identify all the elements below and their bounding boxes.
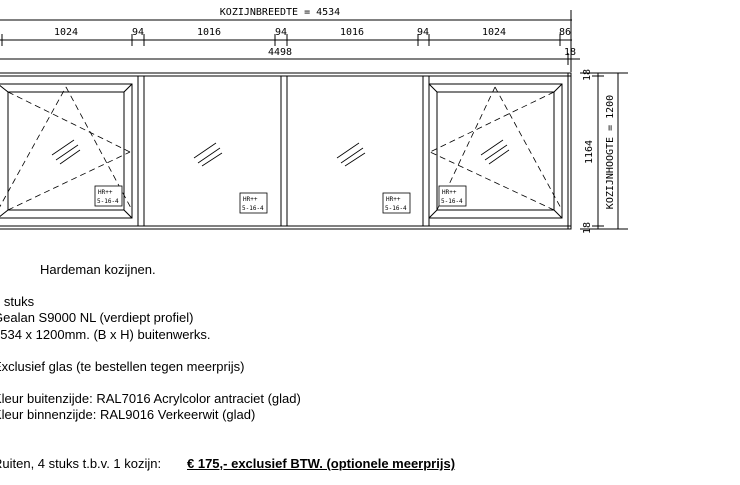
dim-segment: 1016 <box>197 27 221 38</box>
dim-segment: 94 <box>132 27 144 38</box>
glass-label: HR++ <box>243 196 258 203</box>
glass-label: 5-16-4 <box>97 198 119 205</box>
glass-label: HR++ <box>98 189 113 196</box>
glass-label-box <box>438 185 467 207</box>
glass-label: 5-16-4 <box>385 205 407 212</box>
panes-price: € 175,- exclusief BTW. (optionele meerpr… <box>187 456 456 471</box>
dim-vertical: 18 <box>582 222 593 234</box>
panes-label: Ruiten, 4 stuks t.b.v. 1 kozijn: <box>0 456 162 471</box>
glass-label: HR++ <box>442 189 457 196</box>
company-name: Hardeman kozijnen. <box>40 262 156 277</box>
left-sash <box>0 83 133 219</box>
quantity-line: 6 stuks <box>0 294 35 309</box>
dim-segment: 94 <box>417 27 429 38</box>
dim-vertical: 1164 <box>584 140 595 164</box>
outside-color-line: Kleur buitenzijde: RAL7016 Acrylcolor an… <box>0 391 301 406</box>
right-sash <box>428 83 563 219</box>
profile-line: Gealan S9000 NL (verdiept profiel) <box>0 310 194 325</box>
size-line: 4534 x 1200mm. (B x H) buitenwerks. <box>0 327 211 342</box>
frame-height-label: KOZIJNHOOGTE = 1200 <box>605 95 616 209</box>
dim-vertical: 18 <box>582 69 593 81</box>
inside-color-line: Kleur binnenzijde: RAL9016 Verkeerwit (g… <box>0 407 256 422</box>
glass-label: HR++ <box>386 196 401 203</box>
glass-label: 5-16-4 <box>441 198 463 205</box>
frame-width-label: KOZIJNBREEDTE = 4534 <box>220 7 340 18</box>
dim-segment: 1016 <box>340 27 364 38</box>
inner-width-label: 4498 <box>268 47 292 58</box>
glass-label-box <box>239 192 268 214</box>
dim-segment: 1024 <box>54 27 78 38</box>
glass-label-box <box>382 192 411 214</box>
glass-label-box <box>94 185 123 207</box>
glass-line: Exclusief glas (te bestellen tegen meerp… <box>0 359 245 374</box>
right-offset-label: 18 <box>564 47 576 58</box>
glass-label: 5-16-4 <box>242 205 264 212</box>
dim-segment: 94 <box>275 27 287 38</box>
dim-segment: 86 <box>559 27 571 38</box>
dim-segment: 1024 <box>482 27 506 38</box>
